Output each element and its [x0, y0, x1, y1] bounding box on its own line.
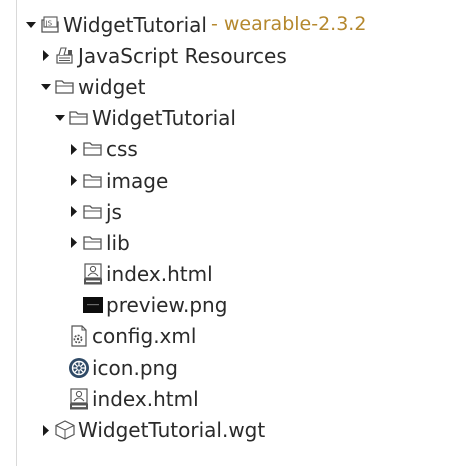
- js-project-icon: JS: [38, 14, 62, 36]
- folder-icon: [81, 138, 105, 160]
- folder-open-icon: [53, 76, 77, 98]
- tree-item-widget-folder[interactable]: widget: [0, 71, 453, 102]
- tree-item-widgettutorial-folder[interactable]: WidgetTutorial: [0, 103, 453, 134]
- tree-item-image-folder[interactable]: image: [0, 165, 453, 196]
- collapsed-twisty-icon[interactable]: [68, 142, 79, 156]
- tree-item-label: WidgetTutorial: [63, 12, 207, 37]
- library-icon: [53, 45, 77, 67]
- config-file-icon: [67, 325, 91, 348]
- tree-item-project[interactable]: JS WidgetTutorial - wearable-2.3.2: [0, 9, 453, 40]
- tree-item-icon-png[interactable]: icon.png: [0, 352, 453, 383]
- project-explorer-tree[interactable]: JS WidgetTutorial - wearable-2.3.2 JavaS…: [0, 9, 453, 446]
- tree-item-label: lib: [106, 230, 130, 255]
- tree-item-js-folder[interactable]: js: [0, 196, 453, 227]
- tree-item-index-html[interactable]: index.html: [0, 383, 453, 414]
- tree-item-label: index.html: [92, 386, 199, 411]
- tree-item-preview-png[interactable]: preview.png: [0, 290, 453, 321]
- tree-item-label: JavaScript Resources: [78, 43, 287, 68]
- tree-item-widgettutorial-wgt[interactable]: WidgetTutorial.wgt: [0, 414, 453, 445]
- tree-item-label: css: [106, 137, 138, 162]
- tree-item-lib-folder[interactable]: lib: [0, 227, 453, 258]
- folder-icon: [81, 201, 105, 223]
- tree-item-label: preview.png: [106, 293, 228, 318]
- collapsed-twisty-icon[interactable]: [68, 236, 79, 250]
- tree-item-label: config.xml: [92, 324, 197, 349]
- collapsed-twisty-icon[interactable]: [68, 174, 79, 188]
- html-file-icon: [67, 388, 91, 410]
- tree-item-label: image: [106, 168, 169, 193]
- tree-item-label: widget: [78, 74, 146, 99]
- tree-item-label: icon.png: [92, 355, 178, 380]
- folder-open-icon: [67, 107, 91, 129]
- tree-item-label: WidgetTutorial.wgt: [78, 418, 266, 443]
- collapsed-twisty-icon[interactable]: [40, 423, 51, 437]
- project-version-decoration: - wearable-2.3.2: [210, 13, 367, 36]
- html-file-icon: [81, 263, 105, 285]
- view-left-border: [16, 0, 17, 466]
- tree-item-css-folder[interactable]: css: [0, 134, 453, 165]
- collapsed-twisty-icon[interactable]: [40, 49, 51, 63]
- expanded-twisty-icon[interactable]: [54, 111, 65, 125]
- expanded-twisty-icon[interactable]: [25, 18, 36, 32]
- folder-icon: [81, 170, 105, 192]
- collapsed-twisty-icon[interactable]: [68, 205, 79, 219]
- png-image-icon: [67, 357, 91, 379]
- tree-item-index-html[interactable]: index.html: [0, 259, 453, 290]
- tree-item-config-xml[interactable]: config.xml: [0, 321, 453, 352]
- tree-item-label: WidgetTutorial: [92, 106, 236, 131]
- folder-icon: [81, 232, 105, 254]
- wgt-package-icon: [53, 419, 77, 441]
- tree-item-label: js: [106, 199, 122, 224]
- svg-text:JS: JS: [45, 19, 53, 27]
- tree-item-javascript-resources[interactable]: JavaScript Resources: [0, 40, 453, 71]
- tree-item-label: index.html: [106, 262, 213, 287]
- image-thumbnail-icon: [81, 294, 105, 316]
- expanded-twisty-icon[interactable]: [40, 80, 51, 94]
